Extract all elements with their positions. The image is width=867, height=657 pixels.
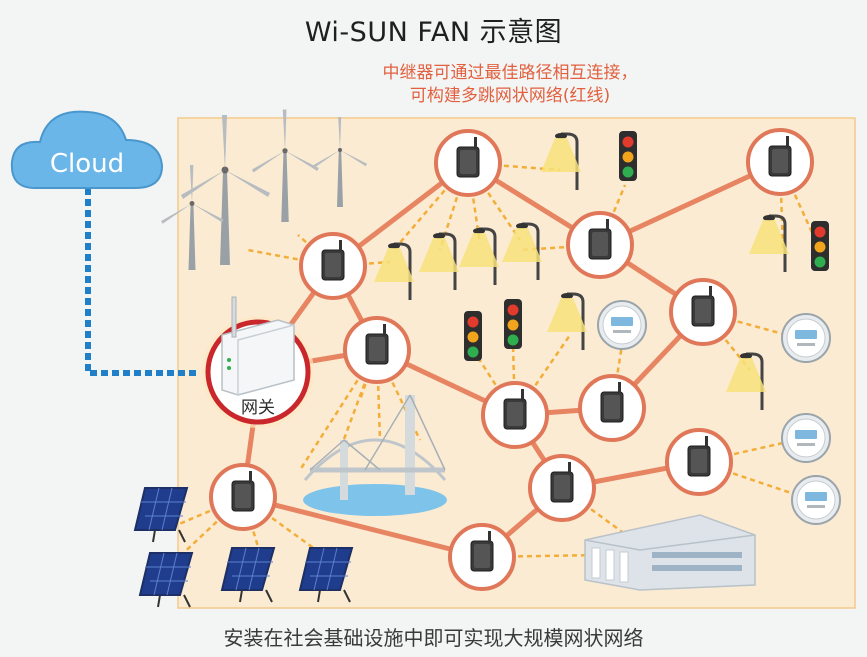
factory-icon (584, 514, 756, 591)
router-icon (221, 296, 295, 396)
bridge-icon (303, 394, 447, 516)
caption: 安装在社会基础设施中即可实现大规模网状网络 (223, 626, 644, 650)
mesh-note-line-2: 可构建多跳网状网络(红线) (409, 86, 611, 106)
mesh-note-line-1: 中继器可通过最佳路径相互连接， (382, 63, 638, 83)
cloud-link (85, 188, 200, 376)
page-title: Wi-SUN FAN 示意图 (304, 17, 563, 48)
mesh-note: 中继器可通过最佳路径相互连接， 可构建多跳网状网络(红线) (320, 62, 700, 108)
cloud-icon (10, 110, 164, 189)
gateway-label: 网关 (241, 398, 275, 418)
gateway-node: 网关 (202, 296, 314, 428)
cloud-label: Cloud (50, 149, 124, 179)
